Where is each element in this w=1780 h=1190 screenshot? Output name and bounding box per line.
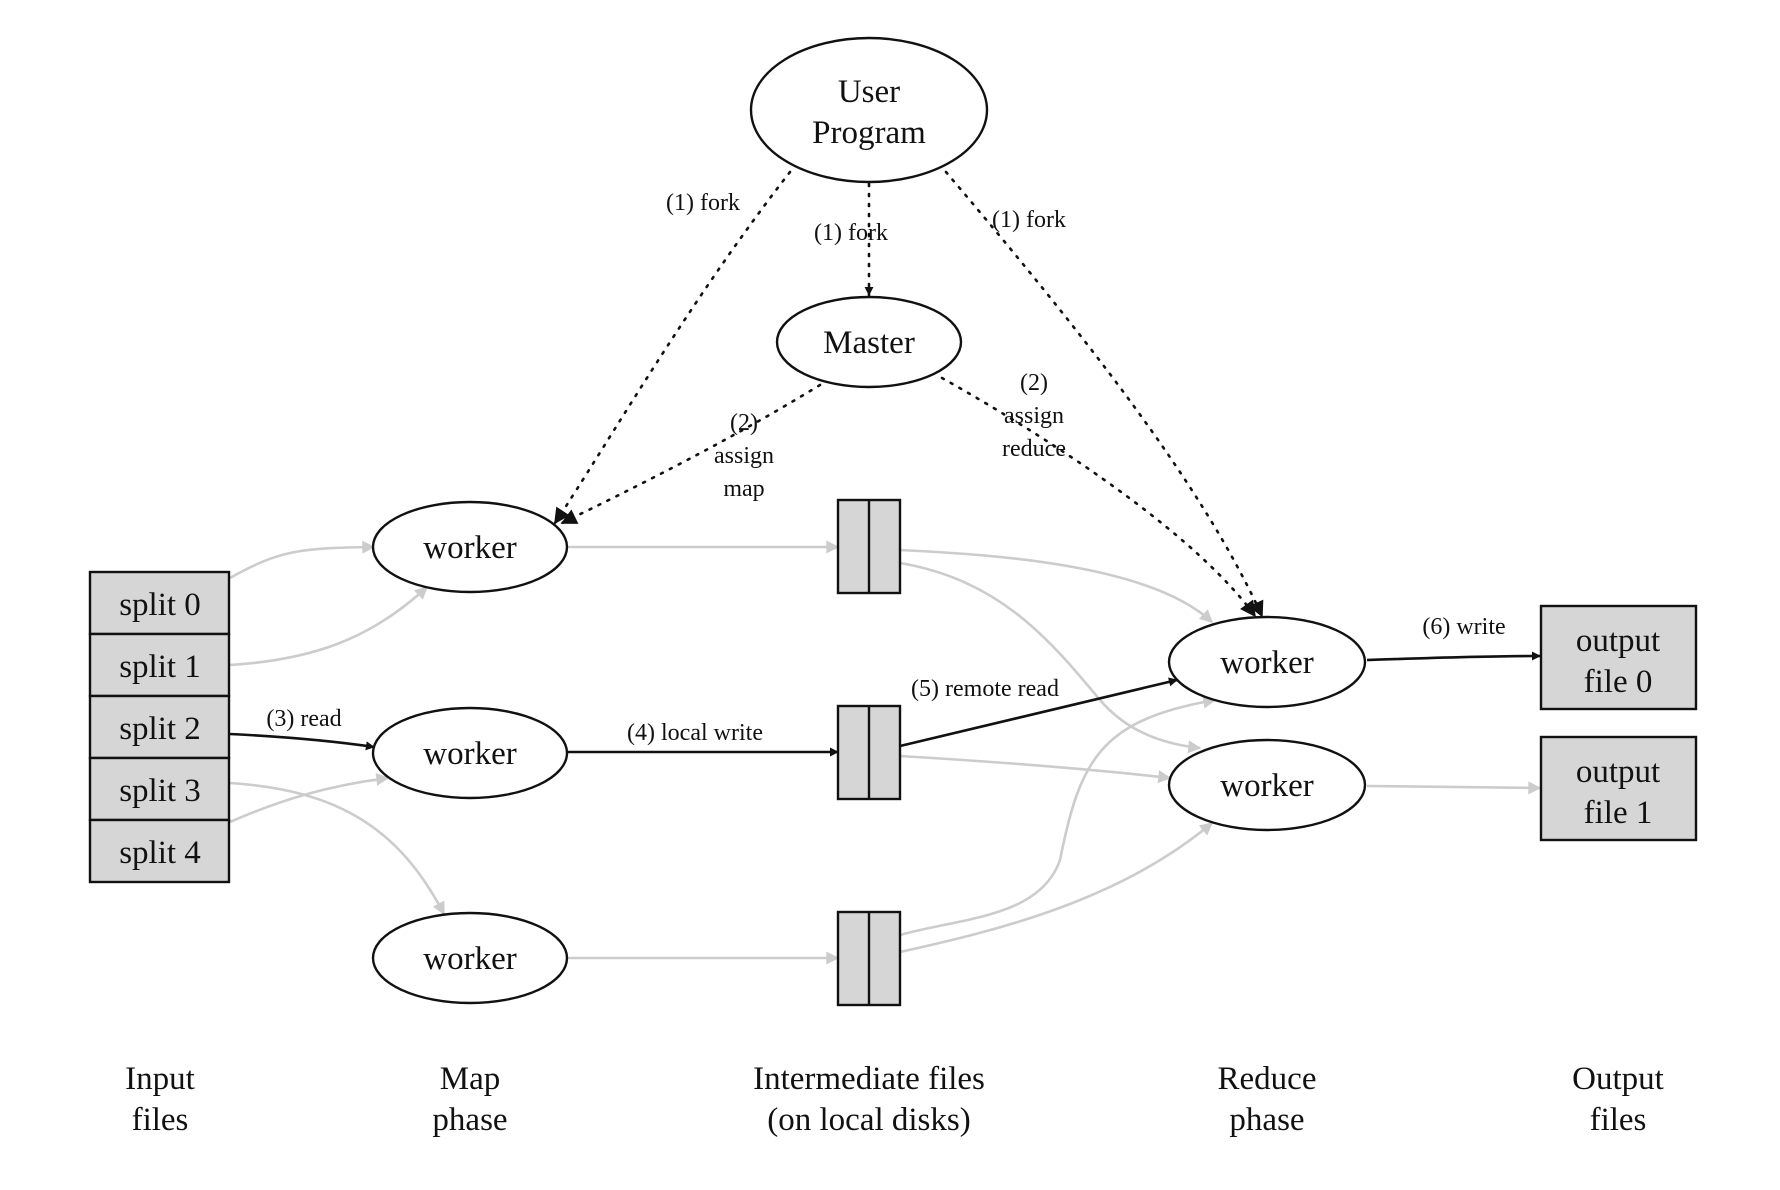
output-file-0: output file 0 — [1539, 604, 1698, 711]
output-file-0-label-line-1: output — [1576, 623, 1660, 659]
split-3: split 3 — [88, 756, 231, 822]
map-worker-3: worker — [371, 911, 569, 1005]
column-label-input-line-2: files — [132, 1102, 189, 1138]
edge-file-c-to-reduce-worker-1 — [899, 695, 1217, 937]
column-labels: Input files Map phase Intermediate files… — [125, 1061, 1664, 1138]
master-node: Master — [775, 295, 963, 389]
edge-file-b-to-reduce-worker-2 — [899, 754, 1172, 784]
master-label: Master — [823, 325, 915, 361]
map-worker-2-label: worker — [423, 736, 516, 772]
edge-write-output-0 — [1366, 651, 1541, 662]
edge-assign-map — [560, 383, 822, 525]
edge-remote-read — [899, 677, 1178, 748]
column-label-map-line-1: Map — [440, 1061, 501, 1097]
assign-map-label-line-2: assign — [714, 443, 774, 469]
edge-file-a-to-reduce-worker-1 — [899, 548, 1213, 623]
reduce-worker-1: worker — [1167, 615, 1367, 709]
output-file-1-label-line-2: file 1 — [1584, 795, 1653, 831]
edge-split1-to-map-worker-1 — [229, 586, 428, 667]
map-worker-2: worker — [371, 706, 569, 800]
reduce-worker-1-label: worker — [1220, 645, 1313, 681]
map-worker-1: worker — [371, 500, 569, 594]
user-program-node: User Program — [749, 36, 989, 184]
column-label-reduce-line-2: phase — [1229, 1102, 1304, 1138]
intermediate-file-1 — [836, 498, 902, 595]
edge-file-a-to-reduce-worker-2 — [899, 561, 1202, 754]
fork-label-left: (1) fork — [666, 190, 740, 216]
edge-split3-to-map-worker-3 — [229, 781, 446, 916]
edge-fork-to-map-worker — [553, 170, 792, 525]
column-label-intermediate-line-1: Intermediate files — [753, 1061, 985, 1097]
split-0: split 0 — [88, 570, 231, 636]
column-label-input-line-1: Input — [125, 1061, 195, 1097]
edge-split2-read — [229, 732, 375, 751]
user-program-label-line-1: User — [838, 74, 900, 110]
split-1: split 1 — [88, 632, 231, 698]
edge-split0-to-map-worker-1 — [229, 540, 376, 580]
user-program-label-line-2: Program — [812, 115, 926, 151]
edge-reduce-worker-2-to-output-1 — [1366, 781, 1542, 795]
edge-labels: (1) fork (1) fork (1) fork (2) assign ma… — [266, 190, 1505, 746]
assign-reduce-label-line-2: assign — [1004, 403, 1064, 429]
column-label-reduce-line-1: Reduce — [1218, 1061, 1317, 1097]
column-label-map-line-2: phase — [432, 1102, 507, 1138]
local-write-label: (4) local write — [627, 720, 763, 746]
reduce-worker-2-label: worker — [1220, 768, 1313, 804]
edge-fork-to-reduce-worker — [944, 170, 1264, 618]
column-label-intermediate-line-2: (on local disks) — [767, 1102, 970, 1138]
assign-reduce-label-line-1: (2) — [1020, 370, 1048, 396]
inactive-edges — [229, 540, 1542, 965]
map-worker-3-label: worker — [423, 941, 516, 977]
remote-read-label: (5) remote read — [911, 676, 1059, 702]
map-worker-1-label: worker — [423, 530, 516, 566]
output-file-1: output file 1 — [1539, 735, 1698, 842]
edge-file-c-to-reduce-worker-2 — [899, 822, 1213, 954]
split-4: split 4 — [88, 818, 231, 884]
active-edges — [229, 651, 1541, 757]
assign-reduce-label-line-3: reduce — [1002, 436, 1066, 462]
assign-map-label-line-3: map — [723, 476, 764, 502]
fork-label-center: (1) fork — [814, 220, 888, 246]
edge-assign-reduce — [940, 376, 1257, 618]
fork-label-right: (1) fork — [992, 207, 1066, 233]
control-edges — [553, 170, 1264, 618]
split-1-label: split 1 — [119, 649, 201, 685]
input-splits: split 0 split 1 split 2 split 3 split 4 — [88, 570, 231, 884]
split-4-label: split 4 — [119, 835, 201, 871]
split-2: split 2 — [88, 694, 231, 760]
reduce-worker-2: worker — [1167, 738, 1367, 832]
read-label: (3) read — [266, 706, 341, 732]
write-label: (6) write — [1422, 614, 1505, 640]
column-label-output-line-2: files — [1590, 1102, 1647, 1138]
column-label-output-line-1: Output — [1572, 1061, 1664, 1097]
output-file-0-label-line-2: file 0 — [1584, 664, 1653, 700]
split-3-label: split 3 — [119, 773, 201, 809]
intermediate-file-3 — [836, 910, 902, 1007]
intermediate-file-2 — [836, 704, 902, 801]
assign-map-label-line-1: (2) — [730, 410, 758, 436]
split-0-label: split 0 — [119, 587, 201, 623]
output-file-1-label-line-1: output — [1576, 754, 1660, 790]
split-2-label: split 2 — [119, 711, 201, 747]
